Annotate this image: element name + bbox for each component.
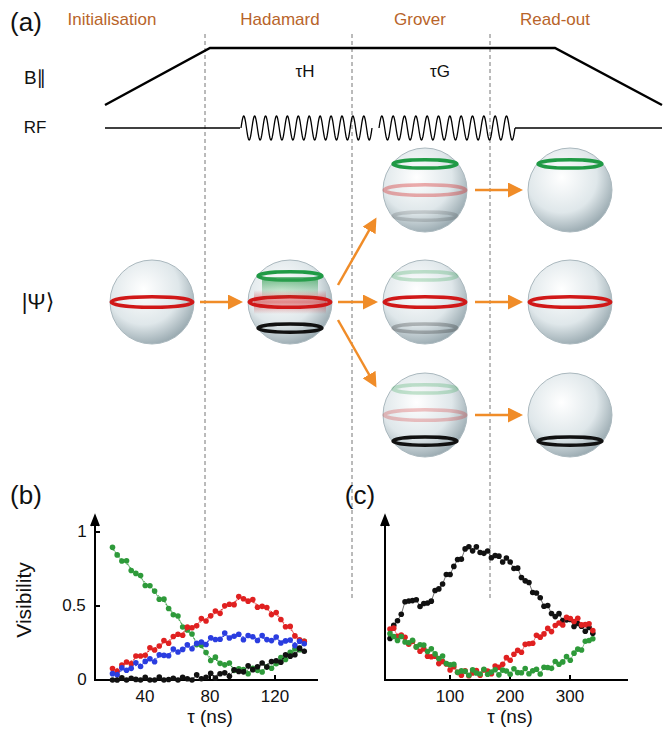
figure-label: (b) bbox=[10, 481, 42, 510]
tick-label: 200 bbox=[496, 688, 524, 707]
figure-label: Read-out bbox=[520, 11, 590, 30]
field-trace bbox=[105, 48, 662, 105]
tick-label: τ (ns) bbox=[487, 707, 533, 728]
bloch-spheres bbox=[110, 148, 612, 457]
figure-label: Grover bbox=[394, 11, 446, 30]
tick-label: 0 bbox=[77, 671, 86, 690]
flow-arrows bbox=[200, 190, 520, 415]
tick-label: 1 bbox=[77, 523, 86, 542]
axis-title: Visibility bbox=[12, 562, 35, 637]
figure-label: RF bbox=[24, 119, 47, 138]
tick-label: τ (ns) bbox=[187, 707, 233, 728]
data-points bbox=[110, 544, 596, 683]
tick-label: 40 bbox=[136, 688, 155, 707]
figure-label: Initialisation bbox=[68, 11, 157, 30]
figure-label: Hadamard bbox=[240, 11, 319, 30]
phase-dividers bbox=[205, 34, 490, 600]
figure-label: |Ψ⟩ bbox=[22, 290, 55, 314]
figure-label: (c) bbox=[345, 481, 375, 510]
figure-label: B∥ bbox=[24, 68, 46, 89]
figure-label: τH bbox=[296, 63, 315, 82]
figure-label: (a) bbox=[10, 8, 42, 37]
tick-label: 120 bbox=[261, 688, 289, 707]
tick-label: 80 bbox=[201, 688, 220, 707]
plot-axes bbox=[91, 516, 628, 680]
figure-label: τG bbox=[430, 63, 450, 82]
tick-label: 0.5 bbox=[62, 597, 86, 616]
tick-label: 100 bbox=[436, 688, 464, 707]
rf-trace bbox=[105, 116, 662, 140]
tick-label: 300 bbox=[556, 688, 584, 707]
